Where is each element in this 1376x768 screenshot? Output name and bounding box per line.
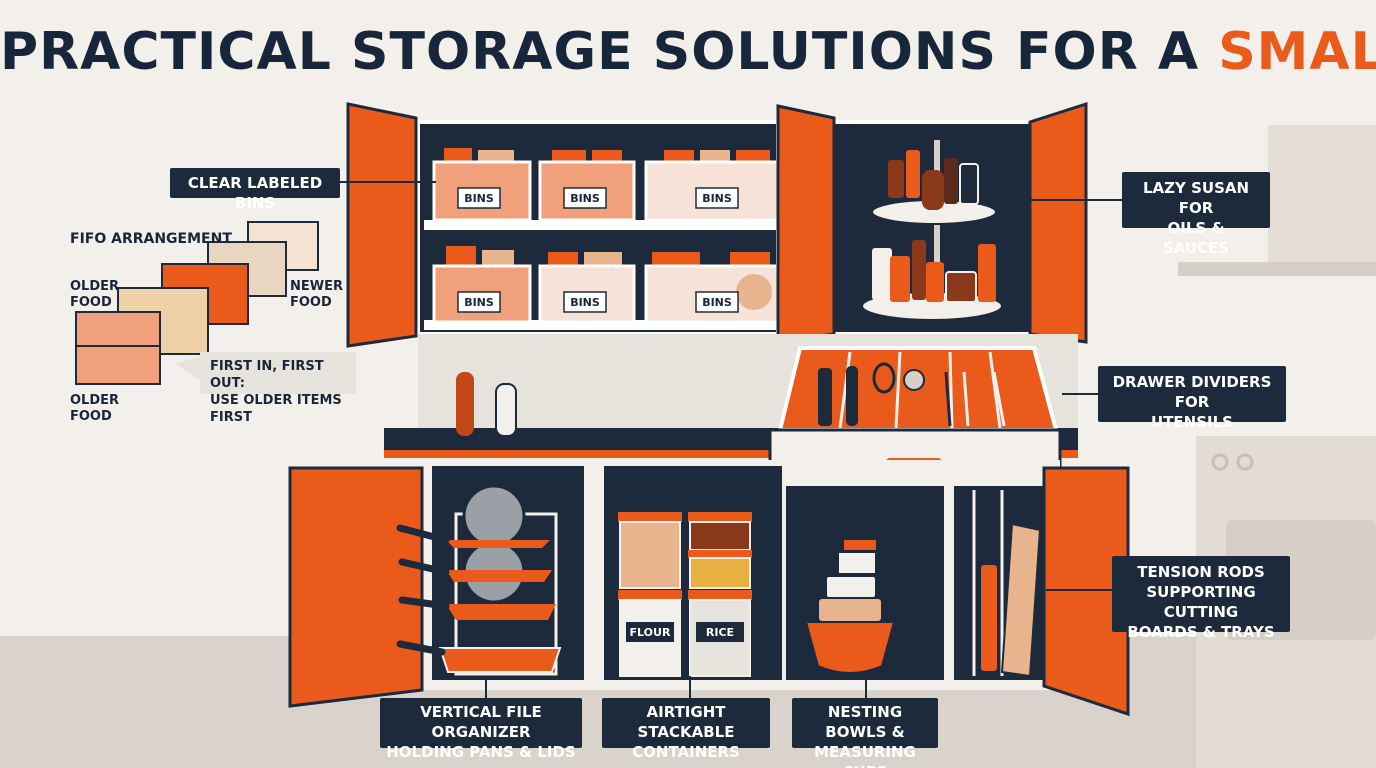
callout-text: VERTICAL FILE ORGANIZER	[420, 703, 542, 741]
bin-label: BINS	[570, 192, 600, 205]
bin-label: BINS	[702, 296, 732, 309]
callout-nesting: NESTING BOWLS & MEASURING CUPS	[792, 698, 938, 768]
bins-top-row	[432, 148, 780, 222]
fifo-newer: NEWER FOOD	[290, 279, 343, 311]
upper-middle-door	[776, 104, 836, 344]
callout-lazy-susan: LAZY SUSAN FOR OILS & SAUCES	[1122, 172, 1270, 257]
callout-text: TENSION RODS	[1137, 563, 1265, 581]
fifo-label-line: FOOD	[70, 409, 112, 424]
fifo-containers	[75, 221, 319, 385]
salt-pepper-shakers	[456, 372, 517, 437]
bin-label: BINS	[464, 296, 494, 309]
nesting-bowls	[804, 540, 896, 674]
fifo-label-line: NEWER	[290, 279, 343, 294]
callout-text: AIRTIGHT STACKABLE	[637, 703, 735, 741]
fifo-older-bottom: OLDER FOOD	[70, 393, 119, 425]
callout-file-organizer: VERTICAL FILE ORGANIZER HOLDING PANS & L…	[380, 698, 582, 761]
fifo-label-line: FOOD	[290, 295, 332, 310]
fifo-older-top: OLDER FOOD	[70, 279, 119, 311]
pan-organizer	[396, 484, 562, 676]
callout-text: BOARDS & TRAYS	[1127, 623, 1275, 641]
callout-text: LAZY SUSAN FOR	[1142, 179, 1250, 217]
title-accent: SMALL KITCHEN	[1218, 22, 1376, 82]
fifo-label-line: OLDER	[70, 393, 120, 408]
fifo-title: FIFO ARRANGEMENT	[70, 231, 232, 247]
fifo-label-line: OLDER	[70, 279, 120, 294]
fifo-note: FIRST IN, FIRST OUT: USE OLDER ITEMS FIR…	[200, 352, 356, 425]
callout-text: HOLDING PANS & LIDS	[386, 743, 576, 761]
callout-text: SUPPORTING CUTTING	[1146, 583, 1256, 621]
bin-label: BINS	[570, 296, 600, 309]
fifo-label-line: FOOD	[70, 295, 112, 310]
callout-text: DRAWER DIVIDERS FOR	[1112, 373, 1272, 411]
callout-text: CLEAR LABELED BINS	[187, 174, 323, 212]
tension-rods	[972, 490, 1042, 678]
canister-label-rice: RICE	[706, 626, 734, 639]
airtight-containers	[618, 512, 752, 677]
upper-left-door	[346, 102, 418, 348]
callout-clear-bins: CLEAR LABELED BINS	[170, 168, 340, 212]
fifo-note-line: USE OLDER ITEMS FIRST	[210, 393, 342, 425]
callout-drawer-dividers: DRAWER DIVIDERS FOR UTENSILS	[1098, 366, 1286, 431]
callout-text: MEASURING CUPS	[814, 743, 916, 768]
callout-text: OILS & SAUCES	[1162, 219, 1230, 257]
callout-tension-rods: TENSION RODS SUPPORTING CUTTING BOARDS &…	[1112, 556, 1290, 641]
callout-text: NESTING BOWLS &	[825, 703, 905, 741]
bin-label: BINS	[464, 192, 494, 205]
title-main: PRACTICAL STORAGE SOLUTIONS FOR A	[0, 22, 1219, 82]
bin-label: BINS	[702, 192, 732, 205]
page-title: PRACTICAL STORAGE SOLUTIONS FOR A SMALL …	[0, 22, 1376, 82]
callout-text: UTENSILS	[1151, 413, 1233, 431]
upper-right-door	[1028, 101, 1088, 344]
canister-label-flour: FLOUR	[630, 626, 671, 639]
lazy-susan	[861, 140, 1003, 321]
callout-text: CONTAINERS	[632, 743, 740, 761]
callout-airtight: AIRTIGHT STACKABLE CONTAINERS	[602, 698, 770, 761]
lower-left-door	[288, 466, 424, 708]
fifo-note-line: FIRST IN, FIRST OUT:	[210, 359, 324, 391]
